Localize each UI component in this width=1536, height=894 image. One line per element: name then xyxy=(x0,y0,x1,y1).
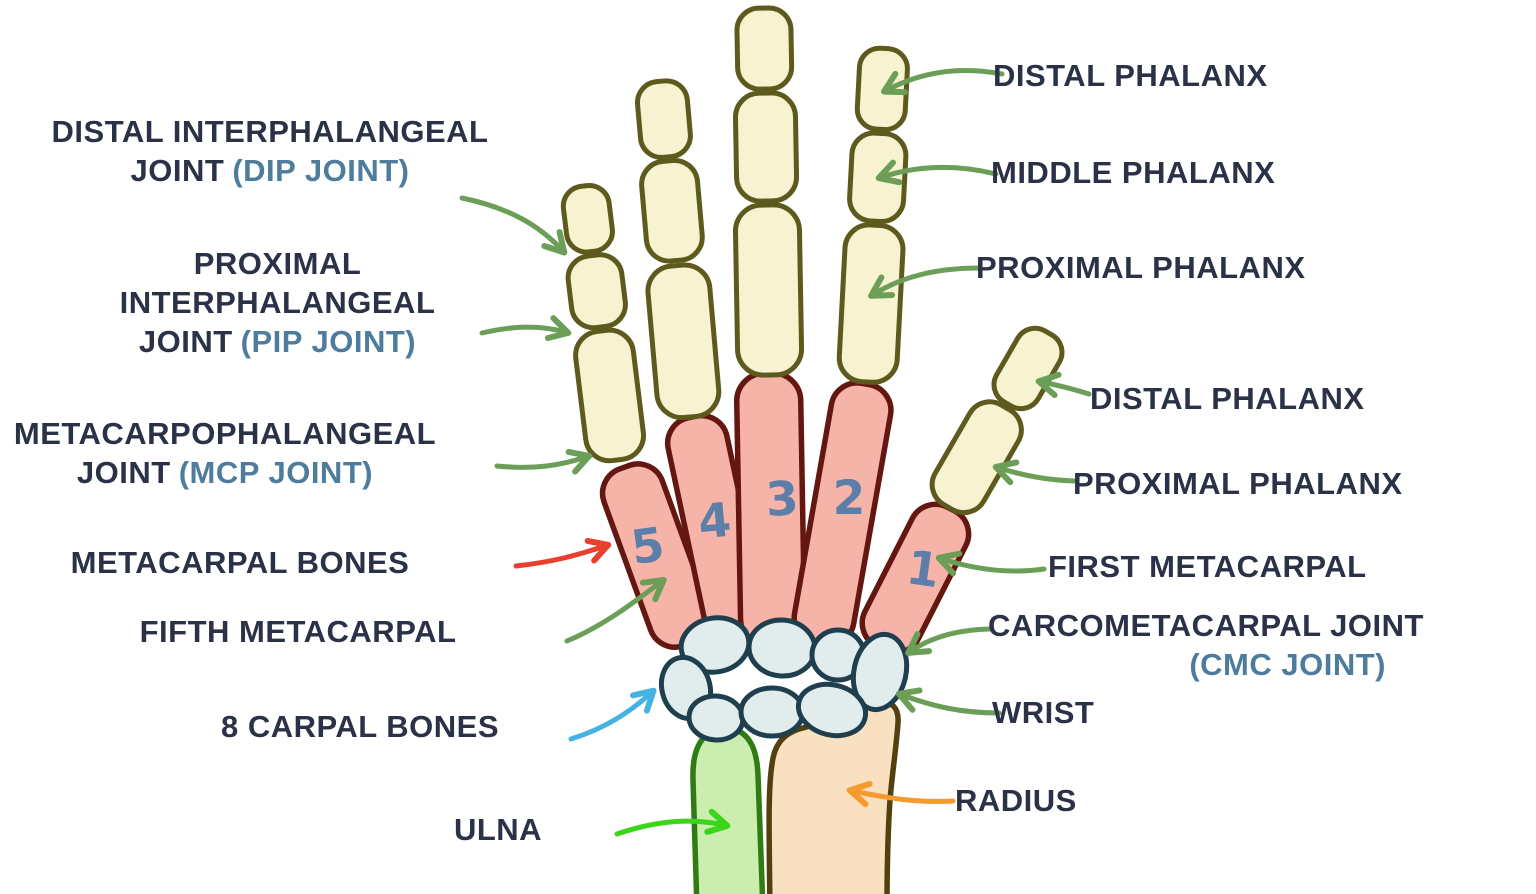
middle-middle-phalanx-bone xyxy=(732,90,800,204)
metacarpal-number-labels: 5 4 3 2 1 xyxy=(628,471,943,599)
cmc-joint-abbrev: (CMC JOINT) xyxy=(1189,647,1386,683)
ulna-bone xyxy=(690,724,766,894)
mcp-joint-label-line2: JOINT xyxy=(76,455,171,491)
metacarpal-number-2: 2 xyxy=(833,471,866,526)
cmc-joint-label: CARCOMETACARPAL JOINT (CMC JOINT) xyxy=(988,606,1424,684)
middle-phalanx-arrow xyxy=(875,159,999,186)
metacarpal-bones-label: METACARPAL BONES xyxy=(70,545,410,580)
ulna-label: ULNA xyxy=(453,812,543,847)
thumb-proximal-phalanx-label: PROXIMAL PHALANX xyxy=(1073,466,1403,501)
distal-phalanx-arrow xyxy=(880,68,1005,96)
pip-joint-label-line2: INTERPHALANGEAL xyxy=(119,285,436,321)
pip-joint-label: PROXIMAL INTERPHALANGEAL JOINT(PIP JOINT… xyxy=(60,244,495,361)
middle-proximal-phalanx-bone xyxy=(732,202,805,378)
ring-middle-phalanx-bone xyxy=(639,157,705,264)
carpal-bone xyxy=(686,693,746,743)
radius-arrow xyxy=(846,780,956,808)
carpal-bones-arrow xyxy=(568,687,657,742)
cmc-joint-arrow xyxy=(905,626,992,656)
proximal-phalanx-label: PROXIMAL PHALANX xyxy=(976,250,1306,285)
pip-joint-abbrev: (PIP JOINT) xyxy=(240,324,417,360)
ring-distal-phalanx-bone xyxy=(634,78,693,160)
thumb-distal-phalanx-arrow xyxy=(1035,371,1092,399)
ring-proximal-phalanx-bone xyxy=(645,262,722,421)
ulna-arrow xyxy=(614,808,731,837)
little-finger-phalanges xyxy=(560,183,647,464)
carpal-bone xyxy=(850,631,910,713)
index-proximal-phalanx-bone xyxy=(836,222,906,385)
fifth-metacarpal-arrow xyxy=(564,576,667,644)
cmc-joint-label-line1: CARCOMETACARPAL JOINT xyxy=(988,608,1424,643)
index-middle-phalanx-bone xyxy=(847,130,909,225)
wrist-label: WRIST xyxy=(992,695,1095,730)
little-middle-phalanx-bone xyxy=(565,252,628,331)
fifth-metacarpal-label: FIFTH METACARPAL xyxy=(139,614,457,649)
pip-joint-label-line3: JOINT xyxy=(138,324,233,360)
first-metacarpal-label: FIRST METACARPAL xyxy=(1048,549,1367,584)
carpal-bones-label: 8 CARPAL BONES xyxy=(220,709,499,744)
pip-joint-label-line1: PROXIMAL xyxy=(193,246,362,281)
metacarpal-bones-arrow xyxy=(513,537,612,569)
mcp-joint-arrow xyxy=(494,448,593,475)
distal-phalanx-label: DISTAL PHALANX xyxy=(993,58,1268,93)
pip-joint-arrow xyxy=(479,315,572,342)
carpal-bones-cluster xyxy=(658,615,910,743)
thumb-distal-phalanx-label: DISTAL PHALANX xyxy=(1090,381,1365,416)
metacarpal-number-4: 4 xyxy=(696,493,733,551)
little-distal-phalanx-bone xyxy=(560,183,615,255)
index-finger-phalanges xyxy=(836,45,910,385)
thumb-proximal-phalanx-bone xyxy=(929,399,1024,516)
first-metacarpal-arrow xyxy=(935,550,1047,577)
middle-phalanx-label: MIDDLE PHALANX xyxy=(991,155,1276,190)
carpal-bone xyxy=(738,685,806,739)
middle-distal-phalanx-bone xyxy=(734,5,795,92)
thumb-proximal-phalanx-arrow xyxy=(992,459,1077,486)
dip-joint-label-line1: DISTAL INTERPHALANGEAL xyxy=(51,114,489,149)
little-proximal-phalanx-bone xyxy=(573,327,647,464)
ring-finger-phalanges xyxy=(634,78,722,421)
mcp-joint-abbrev: (MCP JOINT) xyxy=(178,455,374,491)
metacarpal-number-5: 5 xyxy=(628,517,668,576)
dip-joint-abbrev: (DIP JOINT) xyxy=(232,153,410,189)
radius-label: RADIUS xyxy=(955,783,1077,818)
index-distal-phalanx-bone xyxy=(854,45,910,133)
carpal-bone xyxy=(795,681,869,739)
dip-joint-label: DISTAL INTERPHALANGEAL JOINT(DIP JOINT) xyxy=(40,112,500,190)
dip-joint-label-line2: JOINT xyxy=(130,153,225,189)
thumb-phalanges xyxy=(929,325,1065,516)
metacarpal-number-3: 3 xyxy=(764,471,800,528)
proximal-phalanx-arrow xyxy=(868,265,983,299)
dip-joint-arrow xyxy=(459,195,568,256)
middle-finger-phalanges xyxy=(732,5,805,378)
wrist-arrow xyxy=(895,687,1002,716)
mcp-joint-label: METACARPOPHALANGEAL JOINT(MCP JOINT) xyxy=(5,414,445,492)
mcp-joint-label-line1: METACARPOPHALANGEAL xyxy=(13,416,437,451)
